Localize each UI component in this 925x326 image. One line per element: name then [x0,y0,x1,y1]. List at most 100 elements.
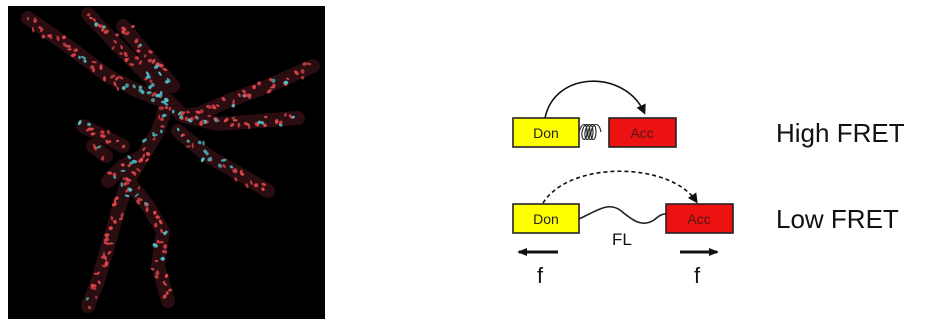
cyan-nucleus [160,129,163,134]
cyan-nucleus [152,243,158,248]
red-nucleus [158,241,165,244]
red-nucleus [127,164,131,168]
red-nucleus [122,177,129,180]
cyan-nucleus [96,145,102,149]
high-fret-transfer-arrow [544,80,646,119]
red-nucleus [164,106,169,110]
red-nucleus [254,183,259,188]
high-fret-coiled-linker [578,123,602,141]
red-nucleus [70,53,76,58]
red-nucleus [184,116,189,122]
cyan-nucleus [83,59,87,63]
red-nucleus [41,34,46,39]
vessel-segment [121,174,175,308]
red-nucleus [121,144,126,149]
cyan-nucleus [128,187,133,192]
cyan-nucleus [166,77,171,83]
red-nucleus [111,202,117,207]
red-nucleus [155,270,160,277]
red-nucleus [288,114,293,119]
cyan-nucleus [102,25,106,29]
red-nucleus [211,104,217,109]
red-nucleus [134,56,140,60]
cyan-nucleus [200,157,205,163]
red-nucleus [137,197,143,202]
low-fret-state-label: Low FRET [776,204,899,234]
red-nucleus [160,228,163,234]
red-nucleus [145,151,151,156]
red-nucleus [134,39,139,43]
cyan-nucleus [129,161,134,165]
red-nucleus [263,123,267,128]
red-nucleus [97,23,102,28]
red-nucleus [142,153,146,159]
red-nucleus [62,35,66,40]
red-nucleus [123,51,128,58]
red-nucleus [272,83,276,87]
red-nucleus [124,31,130,36]
red-nucleus [113,81,117,87]
red-nucleus [33,17,36,23]
red-nucleus [154,259,159,263]
red-nucleus [136,199,141,205]
red-nucleus [155,215,160,219]
red-nucleus [99,64,103,71]
red-nucleus [247,93,252,99]
red-nucleus [137,186,140,190]
red-nucleus [261,182,267,187]
red-nucleus [89,16,93,20]
cyan-nucleus [158,71,162,76]
red-nucleus [136,49,141,53]
red-nucleus [153,222,158,228]
red-nucleus [249,180,253,185]
cyan-nucleus [283,80,289,85]
fluorescence-micrograph [8,6,325,319]
red-nucleus [162,280,166,284]
red-nucleus [91,60,97,64]
cyan-nucleus [145,71,150,77]
cyan-nucleus [134,193,139,198]
red-nucleus [93,272,99,276]
red-nucleus [144,78,148,81]
red-nucleus [95,295,98,300]
cell-nuclei [26,13,312,310]
red-nucleus [162,294,167,299]
red-nucleus [103,241,110,245]
cyan-nucleus [155,93,161,98]
red-nucleus [158,106,165,110]
red-nucleus [237,122,241,128]
red-nucleus [181,133,185,137]
red-nucleus [115,33,120,37]
cyan-nucleus [81,55,86,60]
red-nucleus [206,104,212,109]
red-nucleus [180,111,185,116]
fret-diagram-svg: Don Acc High FRET Don Acc FL f f Low FRE… [512,80,905,288]
red-nucleus [67,48,72,51]
red-nucleus [237,93,241,98]
red-nucleus [161,249,168,254]
red-nucleus [278,120,283,125]
cyan-nucleus [163,231,166,236]
red-nucleus [92,287,97,290]
cyan-nucleus [140,90,145,95]
cyan-nucleus [77,120,82,126]
red-nucleus [191,143,194,149]
high-fret-state-label: High FRET [776,118,905,148]
red-nucleus [104,260,109,267]
red-nucleus [207,114,211,118]
high-fret-donor-box [512,117,580,148]
cyan-nucleus [121,86,126,90]
red-nucleus [112,172,117,177]
red-nucleus [240,172,245,176]
red-nucleus [194,115,198,120]
red-nucleus [158,63,164,68]
cyan-nucleus [171,109,175,114]
red-nucleus [88,305,91,310]
red-nucleus [294,70,299,76]
red-nucleus [145,158,149,162]
low-fret-transfer-arrow [542,170,698,204]
low-fret-force-right-label: f [694,263,701,288]
red-nucleus [100,134,106,138]
cyan-nucleus [146,75,151,79]
vessel-segment [161,59,320,123]
